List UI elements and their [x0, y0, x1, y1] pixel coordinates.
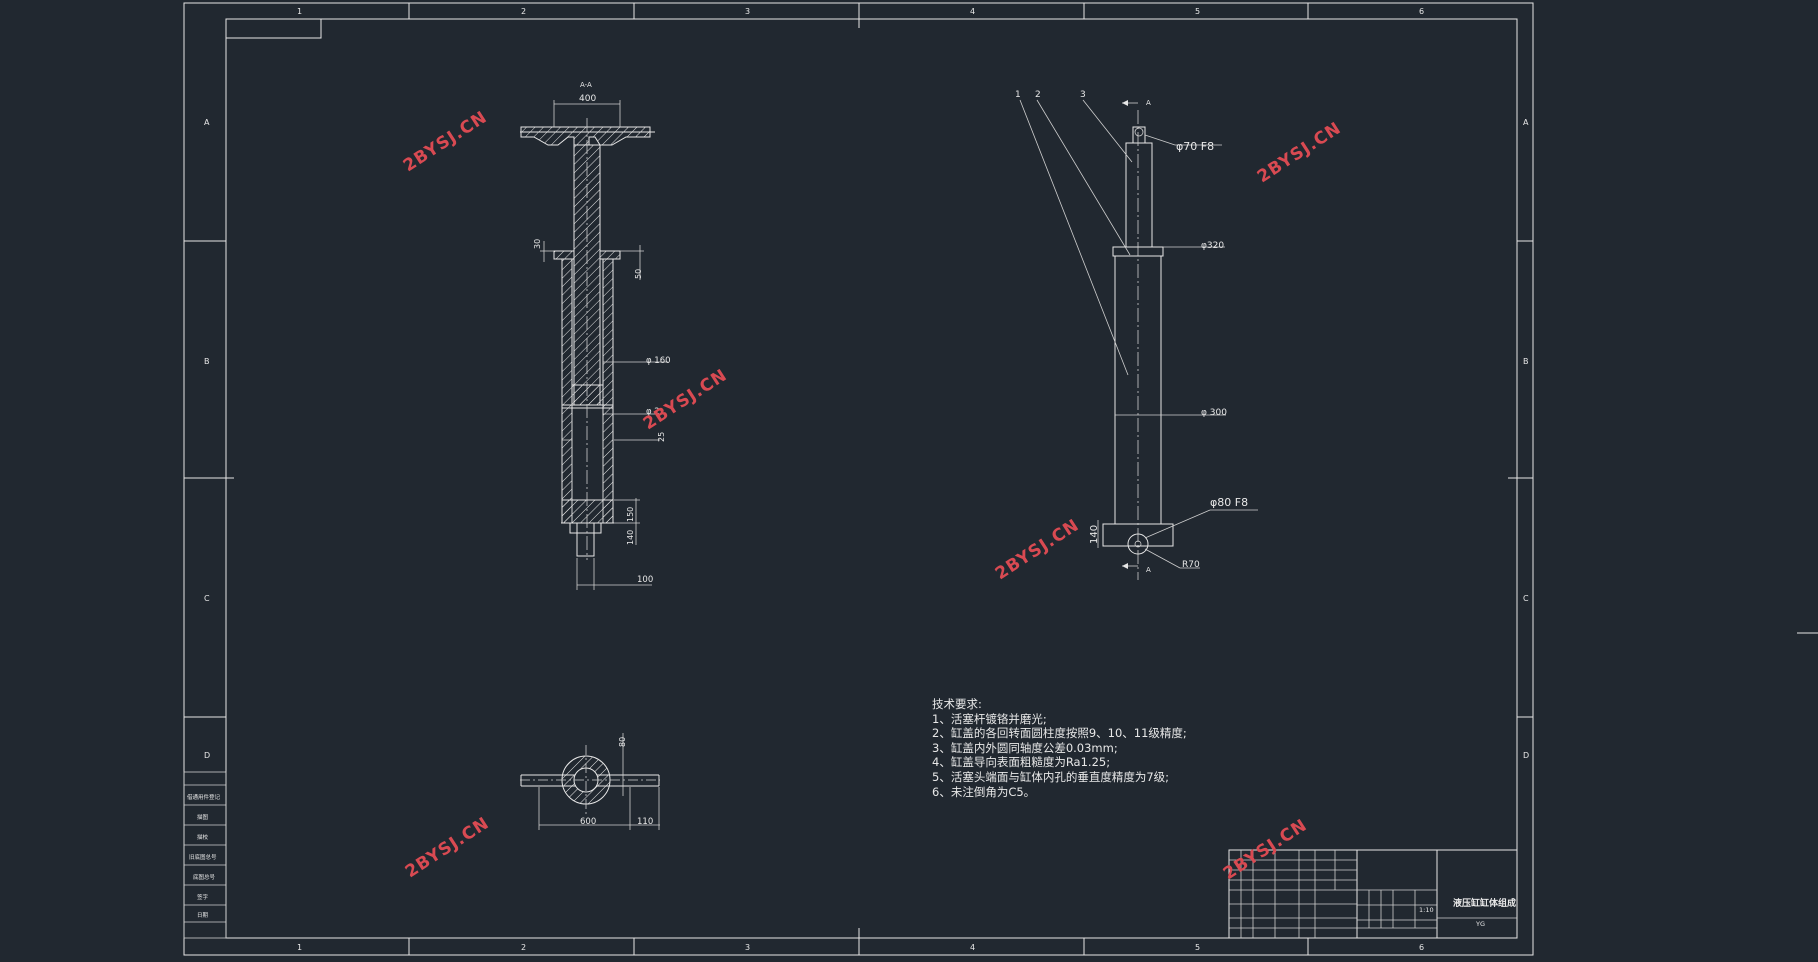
balloon-3: 3	[1080, 90, 1086, 100]
side-table-row-7: 日期	[197, 912, 209, 919]
bottom-plug	[561, 499, 614, 524]
dim-flange-thickness: 30	[533, 239, 542, 249]
title-block-name: 液压缸缸体组成	[1453, 897, 1516, 909]
technical-requirements: 技术要求: 1、活塞杆镀铬并磨光; 2、缸盖的各回转面圆柱度按照9、10、11级…	[932, 697, 1187, 799]
side-table-row-2: 描图	[197, 813, 209, 821]
title-block-scale: 1:10	[1419, 906, 1434, 914]
dim-diameter-80: φ80 F8	[1210, 496, 1248, 509]
dim-width-600: 600	[580, 817, 596, 827]
side-table: 借通用件登记 描图 描校 旧底图总号 底图总号 签字 日期	[183, 771, 227, 939]
zone-labels: 1 2 3 4 5 6 1 2 3 4 5 6 A B C D A B C D	[204, 7, 1529, 952]
dim-diameter-160: φ 160	[646, 356, 671, 366]
requirement-item-1: 1、活塞杆镀铬并磨光;	[932, 711, 1047, 726]
rod-external	[1125, 142, 1153, 248]
dim-diameter-300: φ 300	[1201, 408, 1227, 418]
zone-ticks	[184, 3, 1533, 955]
zone-row-d-left: D	[204, 751, 210, 760]
section-label-a-a: A-A	[580, 81, 592, 89]
dim-width-100: 100	[637, 575, 653, 585]
title-block: 液压缸缸体组成 1:10 YG	[1228, 849, 1518, 939]
zone-col-3-top: 3	[745, 7, 750, 16]
zone-col-3-bottom: 3	[745, 943, 750, 952]
barrel-wall-left	[561, 258, 573, 524]
top-flange	[520, 126, 651, 146]
zone-row-c-right: C	[1523, 594, 1529, 603]
dim-diameter-320: φ320	[1201, 241, 1224, 251]
watermark-4: 2BYSJ.CN	[992, 515, 1083, 584]
side-table-row-1: 借通用件登记	[187, 793, 221, 801]
external-view: A A 1 2 3 φ70 F8 φ320 φ 300 φ80 F8 140 R…	[1015, 90, 1258, 580]
zone-col-6-top: 6	[1419, 7, 1424, 16]
zone-col-1-bottom: 1	[297, 943, 302, 952]
dim-diameter-hidden: φ 2	[646, 407, 660, 417]
watermark-5: 2BYSJ.CN	[402, 813, 493, 882]
dim-height-150: 150	[626, 507, 635, 522]
dim-step-25: 25	[657, 432, 666, 442]
dim-cap-thickness: 50	[634, 269, 643, 279]
requirement-item-4: 4、缸盖导向表面粗糙度为Ra1.25;	[932, 755, 1111, 770]
watermark-3: 2BYSJ.CN	[640, 365, 731, 434]
watermark-2: 2BYSJ.CN	[1254, 118, 1345, 187]
side-table-row-3: 描校	[197, 833, 209, 841]
side-table-row-6: 签字	[197, 893, 209, 901]
rod-eye	[1132, 126, 1146, 144]
watermark-1: 2BYSJ.CN	[400, 107, 491, 176]
dim-radius-70: R70	[1182, 560, 1200, 570]
dim-height-140: 140	[626, 530, 635, 545]
barrel-wall-right	[602, 258, 614, 524]
section-mark-bottom: A	[1146, 566, 1151, 574]
dim-width-110: 110	[637, 817, 653, 827]
corner-box	[225, 18, 322, 39]
section-view-a-a: A-A 400 30 50 φ 160 φ 2 25 150 140 100	[520, 81, 671, 590]
piston-head	[571, 384, 604, 406]
zone-row-b-right: B	[1523, 357, 1529, 366]
section-mark-top: A	[1146, 99, 1151, 107]
dim-height-80: 80	[618, 737, 627, 747]
zone-row-d-right: D	[1523, 751, 1529, 760]
bottom-view: 80 600 110	[520, 733, 660, 830]
requirement-item-5: 5、活塞头端面与缸体内孔的垂直度精度为7级;	[932, 769, 1170, 784]
balloon-1: 1	[1015, 90, 1021, 100]
dim-top-width: 400	[579, 94, 596, 104]
zone-col-6-bottom: 6	[1419, 943, 1424, 952]
balloon-2: 2	[1035, 90, 1041, 100]
dim-height-140-right: 140	[1089, 525, 1100, 544]
zone-col-4-bottom: 4	[970, 943, 975, 952]
outer-frame	[183, 2, 1534, 956]
zone-row-a-right: A	[1523, 118, 1529, 127]
zone-col-5-top: 5	[1195, 7, 1200, 16]
zone-col-2-bottom: 2	[521, 943, 526, 952]
zone-col-2-top: 2	[521, 7, 526, 16]
watermarks: 2BYSJ.CN 2BYSJ.CN 2BYSJ.CN 2BYSJ.CN 2BYS…	[400, 107, 1345, 884]
zone-col-1-top: 1	[297, 7, 302, 16]
zone-row-c-left: C	[204, 594, 210, 603]
zone-row-b-left: B	[204, 357, 210, 366]
requirements-title: 技术要求:	[932, 697, 982, 711]
requirement-item-2: 2、缸盖的各回转面圆柱度按照9、10、11级精度;	[932, 726, 1187, 741]
zone-col-5-bottom: 5	[1195, 943, 1200, 952]
dim-diameter-70: φ70 F8	[1176, 140, 1214, 153]
side-table-row-4: 旧底图总号	[189, 853, 217, 861]
requirement-item-6: 6、未注倒角为C5。	[932, 784, 1036, 799]
side-table-row-5: 底图总号	[193, 873, 216, 881]
zone-col-4-top: 4	[970, 7, 975, 16]
requirement-item-3: 3、缸盖内外圆同轴度公差0.03mm;	[932, 740, 1118, 755]
zone-row-a-left: A	[204, 118, 210, 127]
title-block-code: YG	[1475, 920, 1485, 928]
